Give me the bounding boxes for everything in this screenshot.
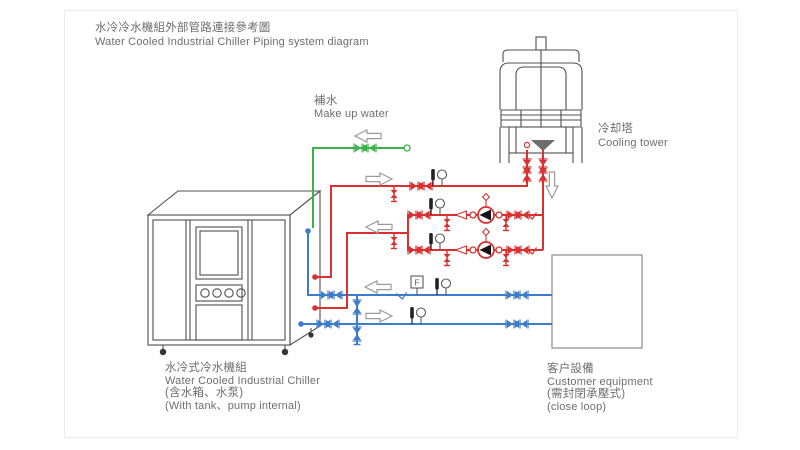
- flex-connector: [495, 246, 503, 254]
- tower-outlet-funnel: [531, 140, 555, 151]
- tower-basin: [508, 126, 574, 154]
- makeup-water-label-en: Make up water: [314, 108, 389, 120]
- flange-dot: [312, 274, 318, 280]
- tower-louvers: [500, 109, 582, 128]
- flange-dot: [312, 305, 318, 311]
- customer-note-en: (close loop): [547, 401, 607, 413]
- flow-switch-label: F: [414, 278, 419, 288]
- customer-label-zh: 客户設備: [547, 363, 594, 375]
- cooling-water-lines: [312, 150, 559, 311]
- cooling-tower-drawing: [499, 36, 583, 163]
- flange-dot: [305, 228, 311, 234]
- flange-dot: [298, 321, 304, 327]
- cooling-tower-label-en: Cooling tower: [598, 137, 668, 149]
- pump-icon: [477, 206, 495, 224]
- flex-connector: [469, 211, 477, 219]
- cooling-water-pipes: [316, 150, 544, 309]
- flex-connector: [469, 246, 477, 254]
- customer-equipment-box: [551, 254, 643, 349]
- flow-switch-icon: F: [410, 275, 424, 295]
- makeup-water-label-zh: 補水: [314, 95, 338, 107]
- chilled-water-lines: F: [298, 228, 552, 346]
- chiller-label-en: Water Cooled Industrial Chiller: [165, 375, 320, 387]
- drawing-frame: [64, 10, 738, 438]
- page-title-zh: 水冷冷水機組外部管路連接參考圖: [95, 22, 271, 34]
- gauge-ports: [200, 288, 246, 298]
- chiller-unit-drawing: [146, 189, 322, 356]
- chiller-label-zh: 水冷式冷水機組: [165, 362, 247, 374]
- tower-inlet-port: [523, 141, 531, 149]
- page-title-en: Water Cooled Industrial Chiller Piping s…: [95, 36, 369, 48]
- pump-icon: [477, 241, 495, 259]
- customer-label-en: Customer equipment: [547, 376, 653, 388]
- flex-connector: [495, 211, 503, 219]
- chiller-note-zh: (含水箱、水泵): [165, 387, 244, 399]
- cooling-tower-label-zh: 冷却塔: [598, 123, 634, 135]
- tower-legs: [499, 127, 583, 163]
- customer-note-zh: (需封閉承壓式): [547, 388, 626, 400]
- pipe-end-connector: [403, 144, 411, 152]
- chiller-note-en: (With tank、pump internal): [165, 400, 301, 412]
- caster-wheels: [159, 328, 314, 356]
- makeup-water-line: [312, 129, 411, 228]
